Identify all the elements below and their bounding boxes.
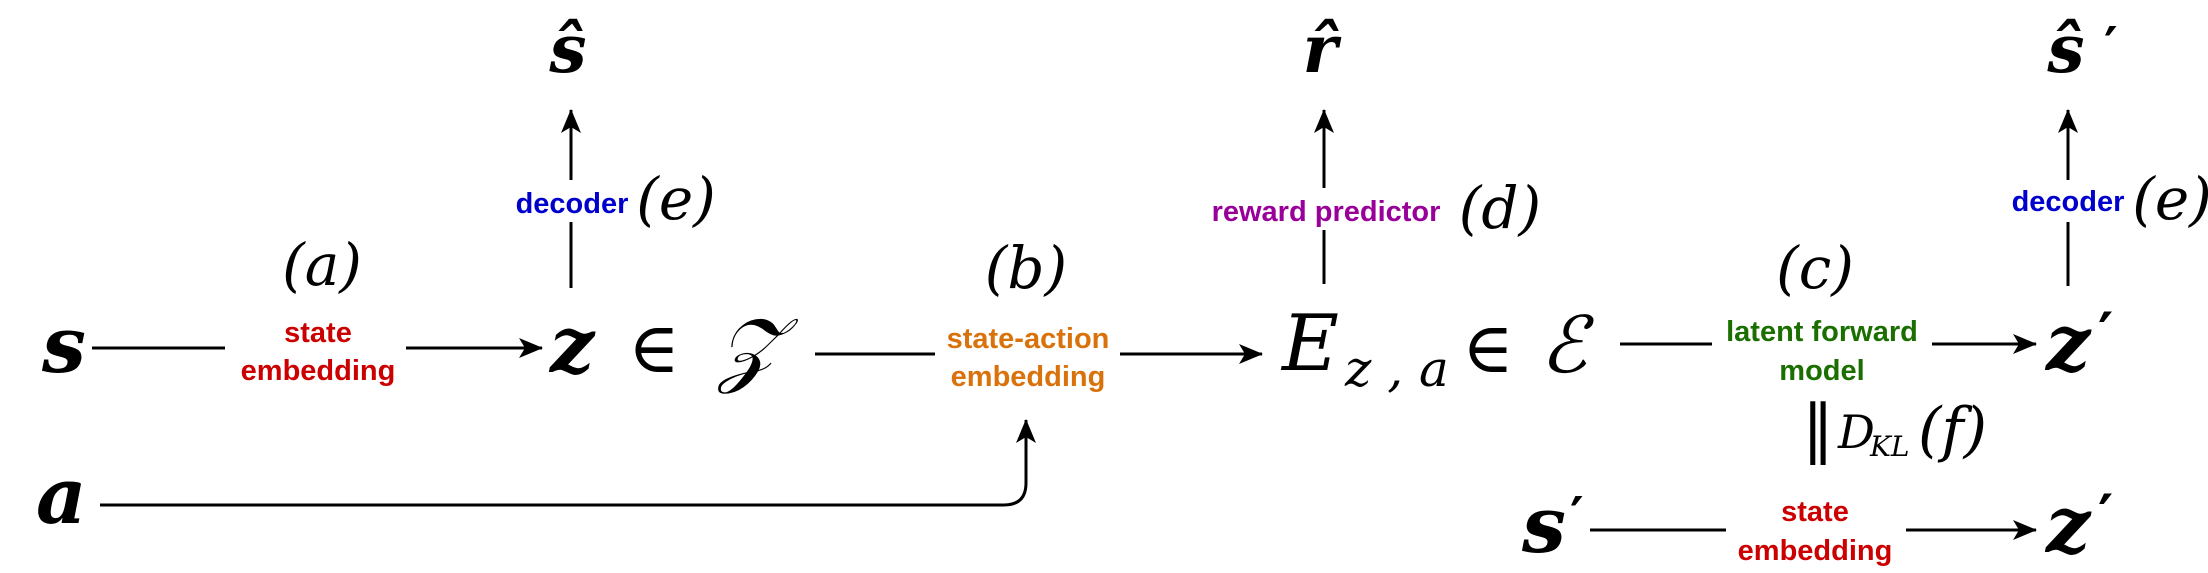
predicted-reward-r-hat: r̂ [1303,10,1342,88]
tag-f: (f) [1918,395,1987,465]
state-s: s [41,300,86,391]
decoder-label-1: decoder [516,188,629,220]
action-a: a [36,451,87,542]
next-state-prime-mark: ′ [1570,486,1584,547]
kl-divergence-subscript: KL [1869,430,1910,463]
next-latent-z-prime: z [2044,298,2092,389]
target-latent-z-prime-mark: ′ [2098,482,2113,550]
latent-z: z [548,300,596,391]
tag-e-2: (e) [2132,165,2208,233]
state-embedding-2-label-line1: state [1781,496,1849,528]
embedding-space-E: ℰ [1540,301,1595,391]
reward-predictor-label-bg [1193,188,1459,230]
predicted-next-state-prime-mark: ′ [2104,16,2118,77]
tag-d: (d) [1459,174,1541,242]
state-embedding-label-line2: embedding [241,355,396,387]
reconstructed-state-s-hat: ŝ [548,10,586,88]
state-embedding-label-line1: state [284,317,352,349]
state-action-embedding-label-line1: state-action [947,323,1110,355]
decoder-label-2: decoder [2012,186,2125,218]
embedding-E-subscript: z , a [1344,340,1449,398]
element-of-symbol-2: ∈ [1462,307,1514,389]
tag-a: (a) [282,231,362,299]
decoder-label-bg-2 [2002,180,2134,222]
predicted-next-state-s-hat-prime: ŝ [2046,10,2084,88]
state-embedding-2-label-line2: embedding [1738,535,1893,567]
latent-space-Z: 𝒵 [716,301,799,396]
kl-divergence-D: D [1837,405,1875,459]
parallel-symbol: ‖ [1802,392,1834,466]
tag-b: (b) [985,234,1067,302]
target-latent-z-prime: z [2044,480,2092,571]
arrow-a-to-state-action-embedding [100,419,1036,507]
reward-predictor-label: reward predictor [1212,196,1441,228]
tag-c: (c) [1776,234,1854,302]
embedding-E: E [1280,299,1339,389]
latent-forward-model-label-line2: model [1779,355,1864,387]
tag-e-1: (e) [636,165,716,233]
next-latent-z-prime-mark: ′ [2098,300,2113,368]
latent-forward-model-label-line1: latent forward [1726,316,1918,348]
state-action-embedding-label-line2: embedding [951,361,1106,393]
element-of-symbol-1: ∈ [628,307,680,389]
decoder-label-bg [505,180,637,222]
next-state-s-prime: s [1521,480,1566,571]
